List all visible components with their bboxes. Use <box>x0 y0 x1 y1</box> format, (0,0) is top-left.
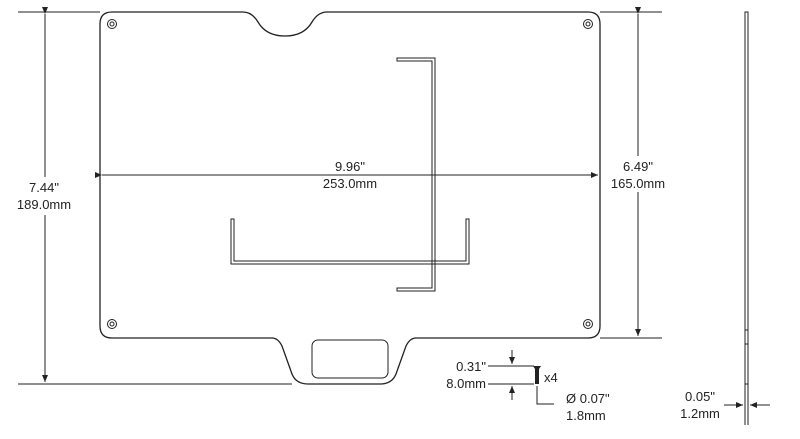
tab-cutout <box>311 339 389 379</box>
screw-icon <box>533 366 541 384</box>
screw-length-mm: 8.0mm <box>446 376 486 391</box>
plate-height-mm: 165.0mm <box>611 176 665 191</box>
width-inches: 9.96" <box>335 159 365 174</box>
width-mm: 253.0mm <box>323 176 377 191</box>
mounting-hole <box>107 19 117 29</box>
bracket-vertical <box>396 57 436 292</box>
screw-quantity: x4 <box>544 370 558 385</box>
screw-diameter-mm: 1.8mm <box>566 408 606 423</box>
mounting-hole <box>583 319 593 329</box>
screw-diameter-inches: Ø 0.07" <box>566 391 610 406</box>
side-profile <box>744 11 749 385</box>
plate-height-inches: 6.49" <box>623 159 653 174</box>
plate-outline <box>99 11 601 385</box>
mounting-hole <box>107 319 117 329</box>
overall-height-mm: 189.0mm <box>17 197 71 212</box>
thickness-inches: 0.05" <box>685 389 715 404</box>
bracket-horizontal <box>230 218 470 265</box>
screw-length-inches: 0.31" <box>456 359 486 374</box>
overall-height-inches: 7.44" <box>29 180 59 195</box>
mounting-hole <box>583 19 593 29</box>
thickness-mm: 1.2mm <box>680 406 720 421</box>
